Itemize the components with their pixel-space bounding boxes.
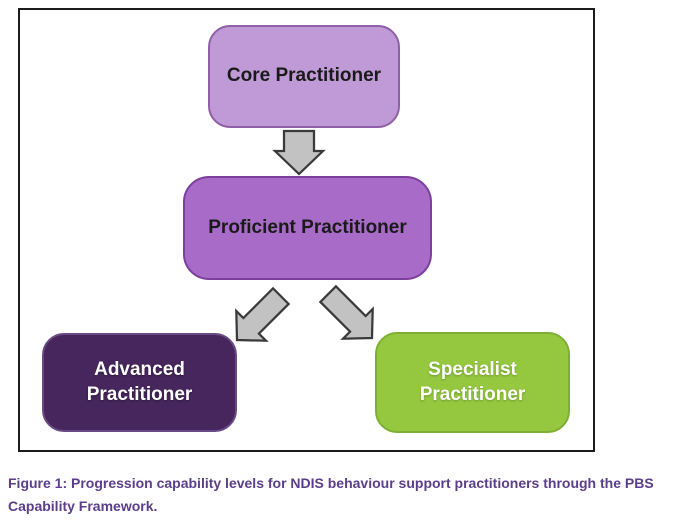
node-proficient-practitioner: Proficient Practitioner xyxy=(183,176,432,280)
node-advanced-practitioner: Advanced Practitioner xyxy=(42,333,237,432)
node-core-practitioner: Core Practitioner xyxy=(208,25,400,128)
node-specialist-practitioner: Specialist Practitioner xyxy=(375,332,570,433)
figure-caption: Figure 1: Progression capability levels … xyxy=(8,475,654,514)
